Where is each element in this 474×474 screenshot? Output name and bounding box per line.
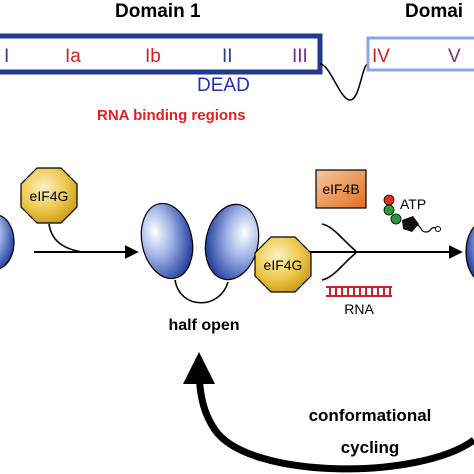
domain-linker xyxy=(319,63,369,101)
rna-label: RNA xyxy=(344,301,374,317)
rna-binding-regions-label: RNA binding regions xyxy=(97,107,246,124)
motif-II: II xyxy=(222,46,233,67)
motif-V: V xyxy=(448,46,461,67)
domain1-bar xyxy=(0,33,323,75)
binding-curve-2a xyxy=(321,223,357,252)
eif4b-label: eIF4B xyxy=(322,181,359,197)
eif4g-bound-label: eIF4G xyxy=(264,257,303,273)
half-open-label: half open xyxy=(168,317,239,334)
half-open-lobe-2 xyxy=(204,203,260,281)
domain2-bar xyxy=(366,36,474,72)
cycling-label-line2: cycling xyxy=(341,438,400,457)
motif-Ib: Ib xyxy=(145,46,161,67)
motif-IV: IV xyxy=(372,46,390,67)
half-open-linker xyxy=(174,279,229,304)
binding-curve-1 xyxy=(48,223,83,253)
closed-helicase-lobe-left xyxy=(0,215,15,269)
dead-label: DEAD xyxy=(197,75,250,96)
eif4g-free-octagon xyxy=(20,167,78,224)
half-open-lobe-1 xyxy=(140,202,194,280)
eif4g-bound-octagon xyxy=(254,236,312,293)
rna-duplex xyxy=(326,286,392,297)
motif-III: III xyxy=(292,46,308,67)
cycling-arrow xyxy=(195,371,474,473)
binding-curve-2b xyxy=(321,252,357,281)
cycling-label-line1: conformational xyxy=(309,406,432,425)
closed-helicase-lobe-right xyxy=(465,226,474,278)
domain2-title: Domai xyxy=(405,1,463,22)
atp-label: ATP xyxy=(400,196,426,212)
motif-Ia: Ia xyxy=(65,46,81,67)
eif4g-free-label: eIF4G xyxy=(30,188,69,204)
atp-molecule-icon xyxy=(383,194,441,233)
cycling-arrowhead xyxy=(183,352,215,384)
eif4b-box xyxy=(315,169,367,209)
domain1-title: Domain 1 xyxy=(115,1,201,22)
motif-I: I xyxy=(4,46,9,67)
